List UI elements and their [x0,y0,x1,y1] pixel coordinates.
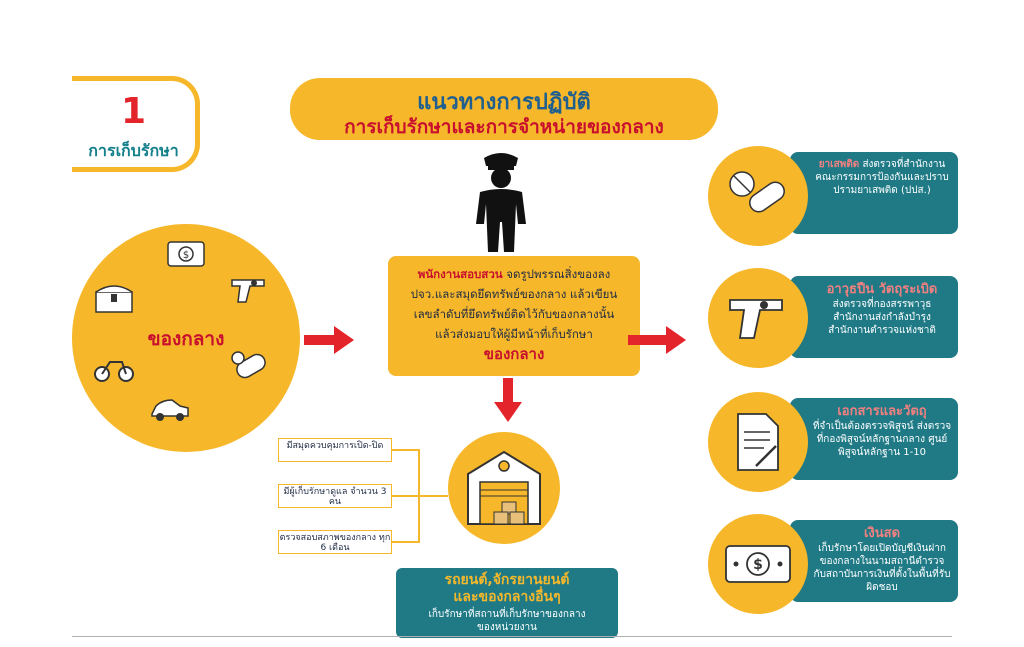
pills-icon [231,351,266,379]
step-number: 1 [120,91,147,132]
card-cash: เงินสด เก็บรักษาโดยเปิดบัญชีเงินฝากของกล… [790,520,958,602]
treasure-chest-icon [95,285,133,313]
title-line-2: การเก็บรักษาและการจำหน่ายของกลาง [344,116,664,138]
process-text-2: ปจว.และสมุดยึดทรัพย์ของกลาง แล้วเขียน [410,287,618,301]
step-label: การเก็บรักษา [88,141,179,160]
arrow-down [494,378,522,422]
process-highlight: พนักงานสอบสวน [417,267,503,281]
storage-item-3: ตรวจสอบสภาพของกลาง ทุก 6 เดือน [278,530,392,554]
cash-icon: $ [167,241,205,267]
title-line-1: แนวทางการปฏิบัติ [417,90,591,115]
card-weapons-circle [708,268,808,368]
step-badge: 1 การเก็บรักษา [72,76,200,172]
arrow-right-2 [628,326,686,354]
process-bottom: ของกลาง [483,345,545,363]
storage-item-1: มีสมุดควบคุมการเปิด-ปิด [278,438,392,462]
vehicles-title: รถยนต์,จักรยานยนต์ และของกลางอื่นๆ [396,572,618,606]
officer-icon [476,153,526,252]
car-icon [151,399,189,421]
money-icon: $ [725,545,791,583]
card-documents-circle [708,392,808,492]
process-box: พนักงานสอบสวน จดรูปพรรณสิ่งของลง ปจว.และ… [388,256,640,376]
connector-line [392,449,418,451]
revolver-icon [231,279,265,303]
warehouse-icon [467,450,541,525]
evidence-label: ของกลาง [147,328,225,350]
vehicles-desc-2: ของหน่วยงาน [477,622,537,633]
process-text-4: แล้วส่งมอบให้ผู้มีหน้าที่เก็บรักษา [435,327,593,341]
svg-text:$: $ [183,250,189,261]
card-drugs-desc: ส่งตรวจที่สำนักงานคณะกรรมการป้องกันและปร… [815,159,949,196]
motorcycle-icon [94,361,134,382]
process-text-1: จดรูปพรรณสิ่งของลง [502,267,611,281]
card-drugs-circle [708,146,808,246]
vehicles-desc-1: เก็บรักษาที่สถานที่เก็บรักษาของกลาง [428,609,586,620]
storage-item-2: มีผู้เก็บรักษาดูแล จำนวน 3 คน [278,484,392,508]
connector-line [392,495,448,497]
title-pill: แนวทางการปฏิบัติ การเก็บรักษาและการจำหน่… [290,78,718,140]
footer-divider [72,636,952,637]
warehouse-circle [448,432,560,544]
card-cash-title: เงินสด [863,526,901,541]
card-cash-circle: $ [708,514,808,614]
card-drugs: ยาเสพติด ส่งตรวจที่สำนักงานคณะกรรมการป้อ… [790,152,958,234]
card-documents: เอกสารและวัตถุ ที่จำเป็นต้องตรวจพิสูจน์ … [790,398,958,480]
card-cash-desc: เก็บรักษาโดยเปิดบัญชีเงินฝากของกลางในนาม… [813,543,951,593]
vehicles-title-2: และของกลางอื่นๆ [453,589,561,605]
document-icon [737,413,779,471]
card-weapons-desc: ส่งตรวจที่กองสรรพาวุธ สำนักงานส่งกำลังบำ… [828,299,936,336]
gun-icon [729,299,783,339]
pills-icon [729,171,785,213]
vehicles-desc: เก็บรักษาที่สถานที่เก็บรักษาของกลาง ของห… [396,608,618,634]
card-documents-title: เอกสารและวัตถุ [837,404,927,419]
card-weapons: อาวุธปืน วัตถุระเบิด ส่งตรวจที่กองสรรพาว… [790,276,958,358]
connector-line [392,541,418,543]
card-weapons-title: อาวุธปืน วัตถุระเบิด [826,282,938,297]
connector-line [418,449,420,543]
arrow-right-1 [304,326,354,354]
evidence-circle: $ ของกลาง [72,224,300,452]
card-documents-desc: ที่จำเป็นต้องตรวจพิสูจน์ ส่งตรวจที่กองพิ… [812,421,952,458]
vehicles-box: รถยนต์,จักรยานยนต์ และของกลางอื่นๆ เก็บร… [396,568,618,638]
svg-text:$: $ [753,557,763,573]
vehicles-title-1: รถยนต์,จักรยานยนต์ [444,572,570,588]
process-text-3: เลขลำดับที่ยึดทรัพย์ติดไว้กับของกลางนั้น [413,307,615,321]
card-drugs-title: ยาเสพติด [818,159,860,170]
